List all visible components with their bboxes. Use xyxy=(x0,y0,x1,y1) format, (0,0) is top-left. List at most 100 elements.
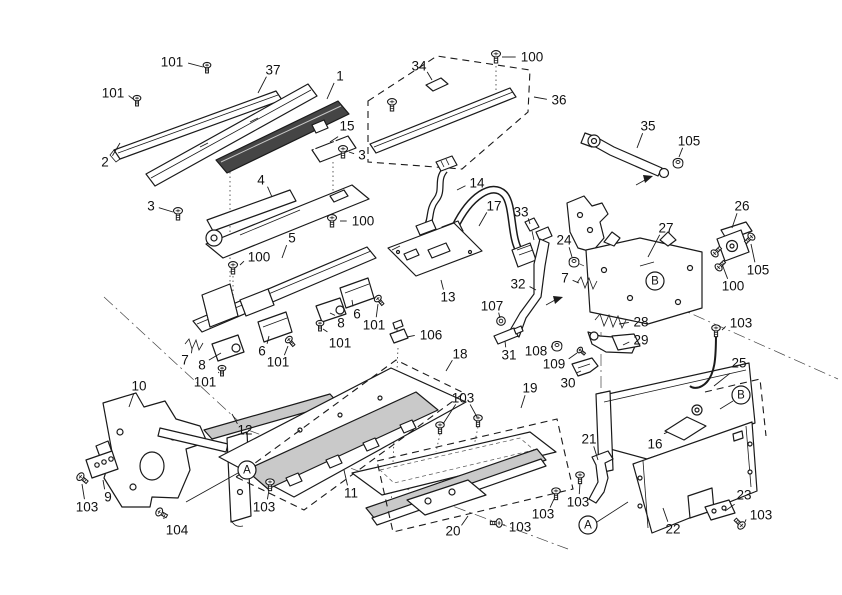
callout-36: 36 xyxy=(533,93,567,108)
callout-103: 103 xyxy=(503,520,532,535)
callout-label: 6 xyxy=(258,344,266,359)
callout-label: 104 xyxy=(166,523,189,538)
callout-label: 35 xyxy=(640,119,655,134)
part-6-bracket-right xyxy=(339,277,375,309)
callout-35: 35 xyxy=(636,119,656,149)
part-25-wire xyxy=(689,332,717,389)
callout-6: 6 xyxy=(258,335,270,359)
callout-label: 18 xyxy=(452,347,467,362)
callout-label: 109 xyxy=(543,357,566,372)
callout-12: 12 xyxy=(231,413,253,438)
callout-108: 108 xyxy=(525,344,553,359)
callout-10: 10 xyxy=(128,379,147,408)
part-31-pin xyxy=(493,325,524,345)
callout-1: 1 xyxy=(326,69,344,100)
screw-icon xyxy=(489,518,503,528)
callout-label: 108 xyxy=(525,344,548,359)
spring-7-right xyxy=(576,276,598,291)
screw-icon xyxy=(227,261,239,275)
part-35-shape xyxy=(580,132,670,179)
direction-arrow-35 xyxy=(635,175,653,186)
callout-103: 103 xyxy=(532,498,555,522)
part-14-cable xyxy=(415,155,458,236)
callout-label: 101 xyxy=(194,375,217,390)
ref-marker-letter: A xyxy=(243,465,251,477)
callout-label: 16 xyxy=(647,437,662,452)
screw-icon xyxy=(315,319,325,332)
callout-label: 14 xyxy=(469,176,485,191)
callout-107: 107 xyxy=(481,299,504,319)
part-26-shape xyxy=(716,221,753,262)
callout-label: 10 xyxy=(131,379,146,394)
callout-label: 100 xyxy=(352,214,375,229)
callout-3: 3 xyxy=(348,148,366,163)
callout-31: 31 xyxy=(501,340,517,363)
screw-icon xyxy=(733,517,746,530)
callout-103: 103 xyxy=(744,508,773,523)
callout-label: 101 xyxy=(161,55,184,70)
part-17-cable xyxy=(441,185,537,268)
part-23-bracket xyxy=(704,499,736,521)
callout-label: 22 xyxy=(665,522,680,537)
callout-label: 34 xyxy=(411,59,427,74)
screw-icon xyxy=(575,471,585,485)
nut-icon xyxy=(551,340,563,352)
callout-label: 8 xyxy=(198,358,206,373)
part-21-bracket xyxy=(588,450,614,504)
screw-icon xyxy=(337,145,349,159)
callout-label: 36 xyxy=(551,93,566,108)
callout-109: 109 xyxy=(543,352,578,372)
callout-9: 9 xyxy=(102,479,112,505)
nut-icon xyxy=(672,157,684,169)
dashed-box-19 xyxy=(376,418,574,533)
callout-15: 15 xyxy=(329,119,355,143)
callout-101: 101 xyxy=(102,86,134,101)
callout-label: 103 xyxy=(567,495,590,510)
ref-marker-letter: B xyxy=(737,390,745,402)
part-4-shape xyxy=(205,184,370,259)
fastener-layer xyxy=(76,50,756,530)
callout-layer: 1011013721153341003635105263410051001417… xyxy=(76,50,773,539)
callout-label: 20 xyxy=(445,524,460,539)
callout-label: 103 xyxy=(750,508,773,523)
screw-icon xyxy=(155,507,169,519)
callout-label: 31 xyxy=(501,348,516,363)
callout-label: 103 xyxy=(532,507,555,522)
part-20-bracket xyxy=(406,479,487,516)
screw-icon xyxy=(76,472,89,485)
screw-icon xyxy=(551,487,561,501)
callout-label: 5 xyxy=(288,231,296,246)
callout-label: 100 xyxy=(722,279,745,294)
callout-label: 4 xyxy=(257,173,265,188)
callout-19: 19 xyxy=(520,381,538,409)
callout-label: 105 xyxy=(678,134,701,149)
callout-label: 103 xyxy=(452,391,475,406)
screw-icon xyxy=(217,364,227,377)
part-10-frame xyxy=(95,392,229,508)
callout-label: 28 xyxy=(633,315,648,330)
callout-17: 17 xyxy=(478,199,502,227)
part-9-bracket xyxy=(85,450,119,479)
callout-label: 33 xyxy=(513,205,528,220)
part-11-comb xyxy=(245,391,439,490)
callout-label: 103 xyxy=(509,520,532,535)
callout-27: 27 xyxy=(647,221,674,258)
callout-label: 107 xyxy=(481,299,504,314)
callout-34: 34 xyxy=(411,59,433,81)
callout-5: 5 xyxy=(281,231,296,259)
callout-101: 101 xyxy=(322,328,351,351)
callout-100: 100 xyxy=(340,214,374,229)
screw-icon xyxy=(132,94,142,107)
callout-label: 21 xyxy=(581,432,596,447)
part-27-shape xyxy=(585,231,703,325)
part-106-clip xyxy=(389,319,409,344)
screw-icon xyxy=(172,207,184,221)
callout-18: 18 xyxy=(445,347,468,372)
callout-label: 101 xyxy=(267,355,290,370)
callout-label: 103 xyxy=(76,500,99,515)
spring-28 xyxy=(594,313,627,330)
callout-2: 2 xyxy=(101,142,121,170)
callout-label: 8 xyxy=(337,316,345,331)
callout-label: 11 xyxy=(344,486,358,501)
part-6-bracket-left xyxy=(257,311,293,343)
